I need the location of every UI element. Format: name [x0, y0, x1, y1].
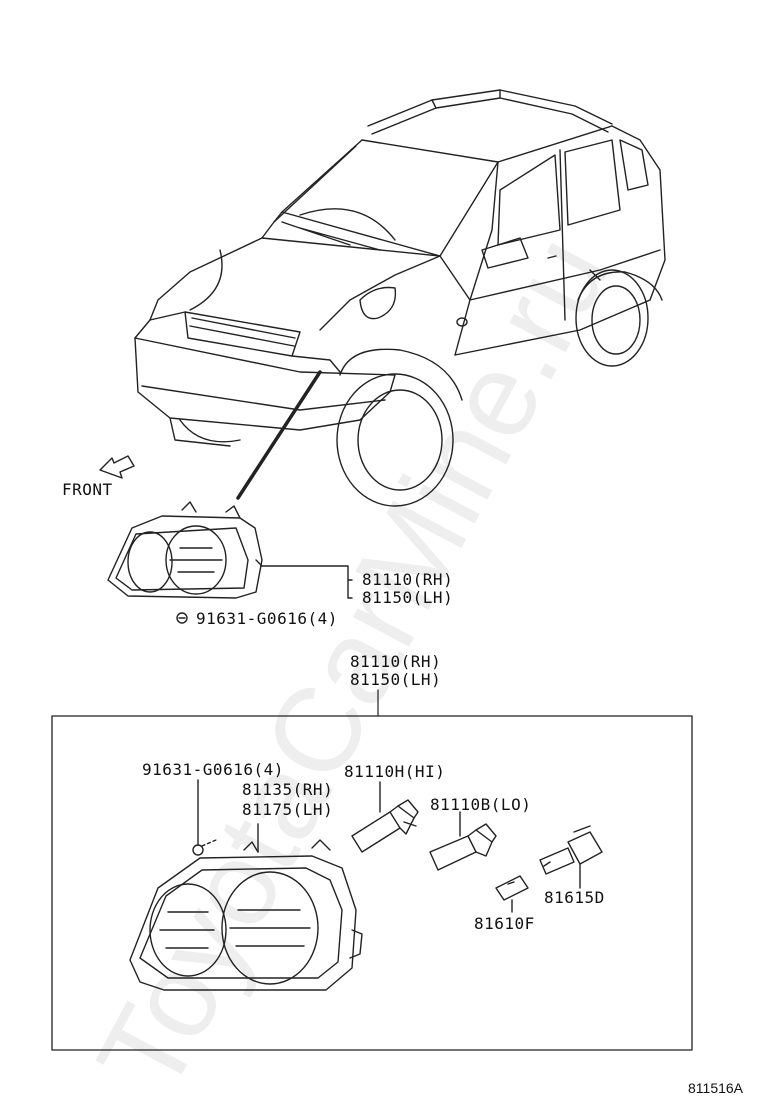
- screw-symbol-icon: [176, 612, 188, 624]
- part-number-81110-rh-assy: 81110(RH): [350, 652, 442, 671]
- headlamp-large-illustration: [129, 839, 363, 991]
- housing-part-number-rh: 81135(RH): [242, 780, 334, 799]
- front-label: FRONT: [62, 480, 113, 499]
- diagram-reference-id: 811516A: [688, 1080, 744, 1096]
- bulb-hi-illustration: [351, 799, 419, 853]
- socket-d-illustration: [539, 825, 603, 875]
- socket-d-part-number: 81615D: [544, 888, 605, 907]
- detail-box: [51, 715, 693, 1051]
- leader-line-car: [236, 370, 322, 500]
- bulb-lo-part-number: 81110B(LO): [430, 795, 532, 814]
- screw-part-number: 91631-G0616(4): [142, 760, 284, 779]
- part-number-81110-rh-top: 81110(RH): [362, 570, 454, 589]
- headlamp-small-illustration: [107, 501, 263, 599]
- socket-f-illustration: [495, 875, 529, 901]
- front-arrow-icon: [99, 455, 135, 479]
- housing-part-number-lh: 81175(LH): [242, 800, 334, 819]
- part-number-81150-lh-top: 81150(LH): [362, 588, 454, 607]
- bulb-hi-part-number: 81110H(HI): [344, 762, 446, 781]
- screw-part-number-top: 91631-G0616(4): [196, 609, 338, 628]
- callout-bracket-top: [261, 565, 353, 599]
- vehicle-illustration: [134, 89, 666, 507]
- bulb-lo-illustration: [429, 823, 497, 871]
- socket-f-part-number: 81610F: [474, 914, 535, 933]
- part-number-81150-lh-assy: 81150(LH): [350, 670, 442, 689]
